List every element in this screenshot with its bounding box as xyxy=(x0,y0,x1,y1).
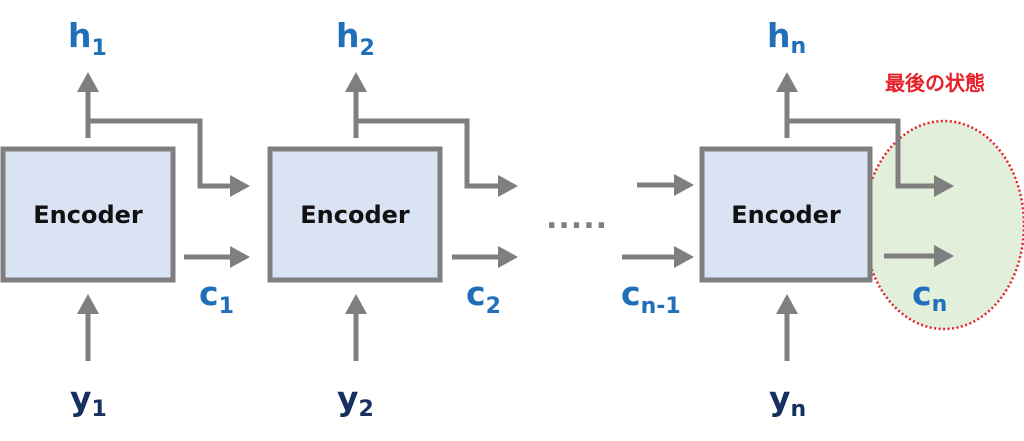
c2-label: c2 xyxy=(466,274,501,319)
encoder-label: Encoder xyxy=(300,201,410,229)
h1-recurrent-arrow xyxy=(88,118,250,197)
c1-label: c1 xyxy=(199,274,234,319)
encoder-label: Encoder xyxy=(731,201,841,229)
h2-label: h2 xyxy=(336,16,375,61)
encoder-box xyxy=(699,146,873,283)
h1-label: h1 xyxy=(68,16,107,61)
encoder-block-2: Encoder xyxy=(267,146,443,283)
h2-recurrent-arrow xyxy=(356,118,518,197)
encoder-box xyxy=(0,146,176,283)
c-prev-label: cn-1 xyxy=(621,274,681,319)
encoder-block-n: Encoder xyxy=(699,146,873,283)
ellipsis: ..... xyxy=(546,201,608,236)
hn-final-arrow xyxy=(787,118,954,197)
cn-label: cn xyxy=(912,274,947,317)
y2-label: y2 xyxy=(337,379,374,422)
encoder-block-1: Encoder xyxy=(0,146,176,283)
encoder-label: Encoder xyxy=(33,201,143,229)
hn-label: hn xyxy=(767,16,806,59)
final-state-label: 最後の状態 xyxy=(885,71,985,95)
y1-label: y1 xyxy=(70,379,107,422)
encoder-box xyxy=(267,146,443,283)
yn-label: yn xyxy=(769,379,806,422)
